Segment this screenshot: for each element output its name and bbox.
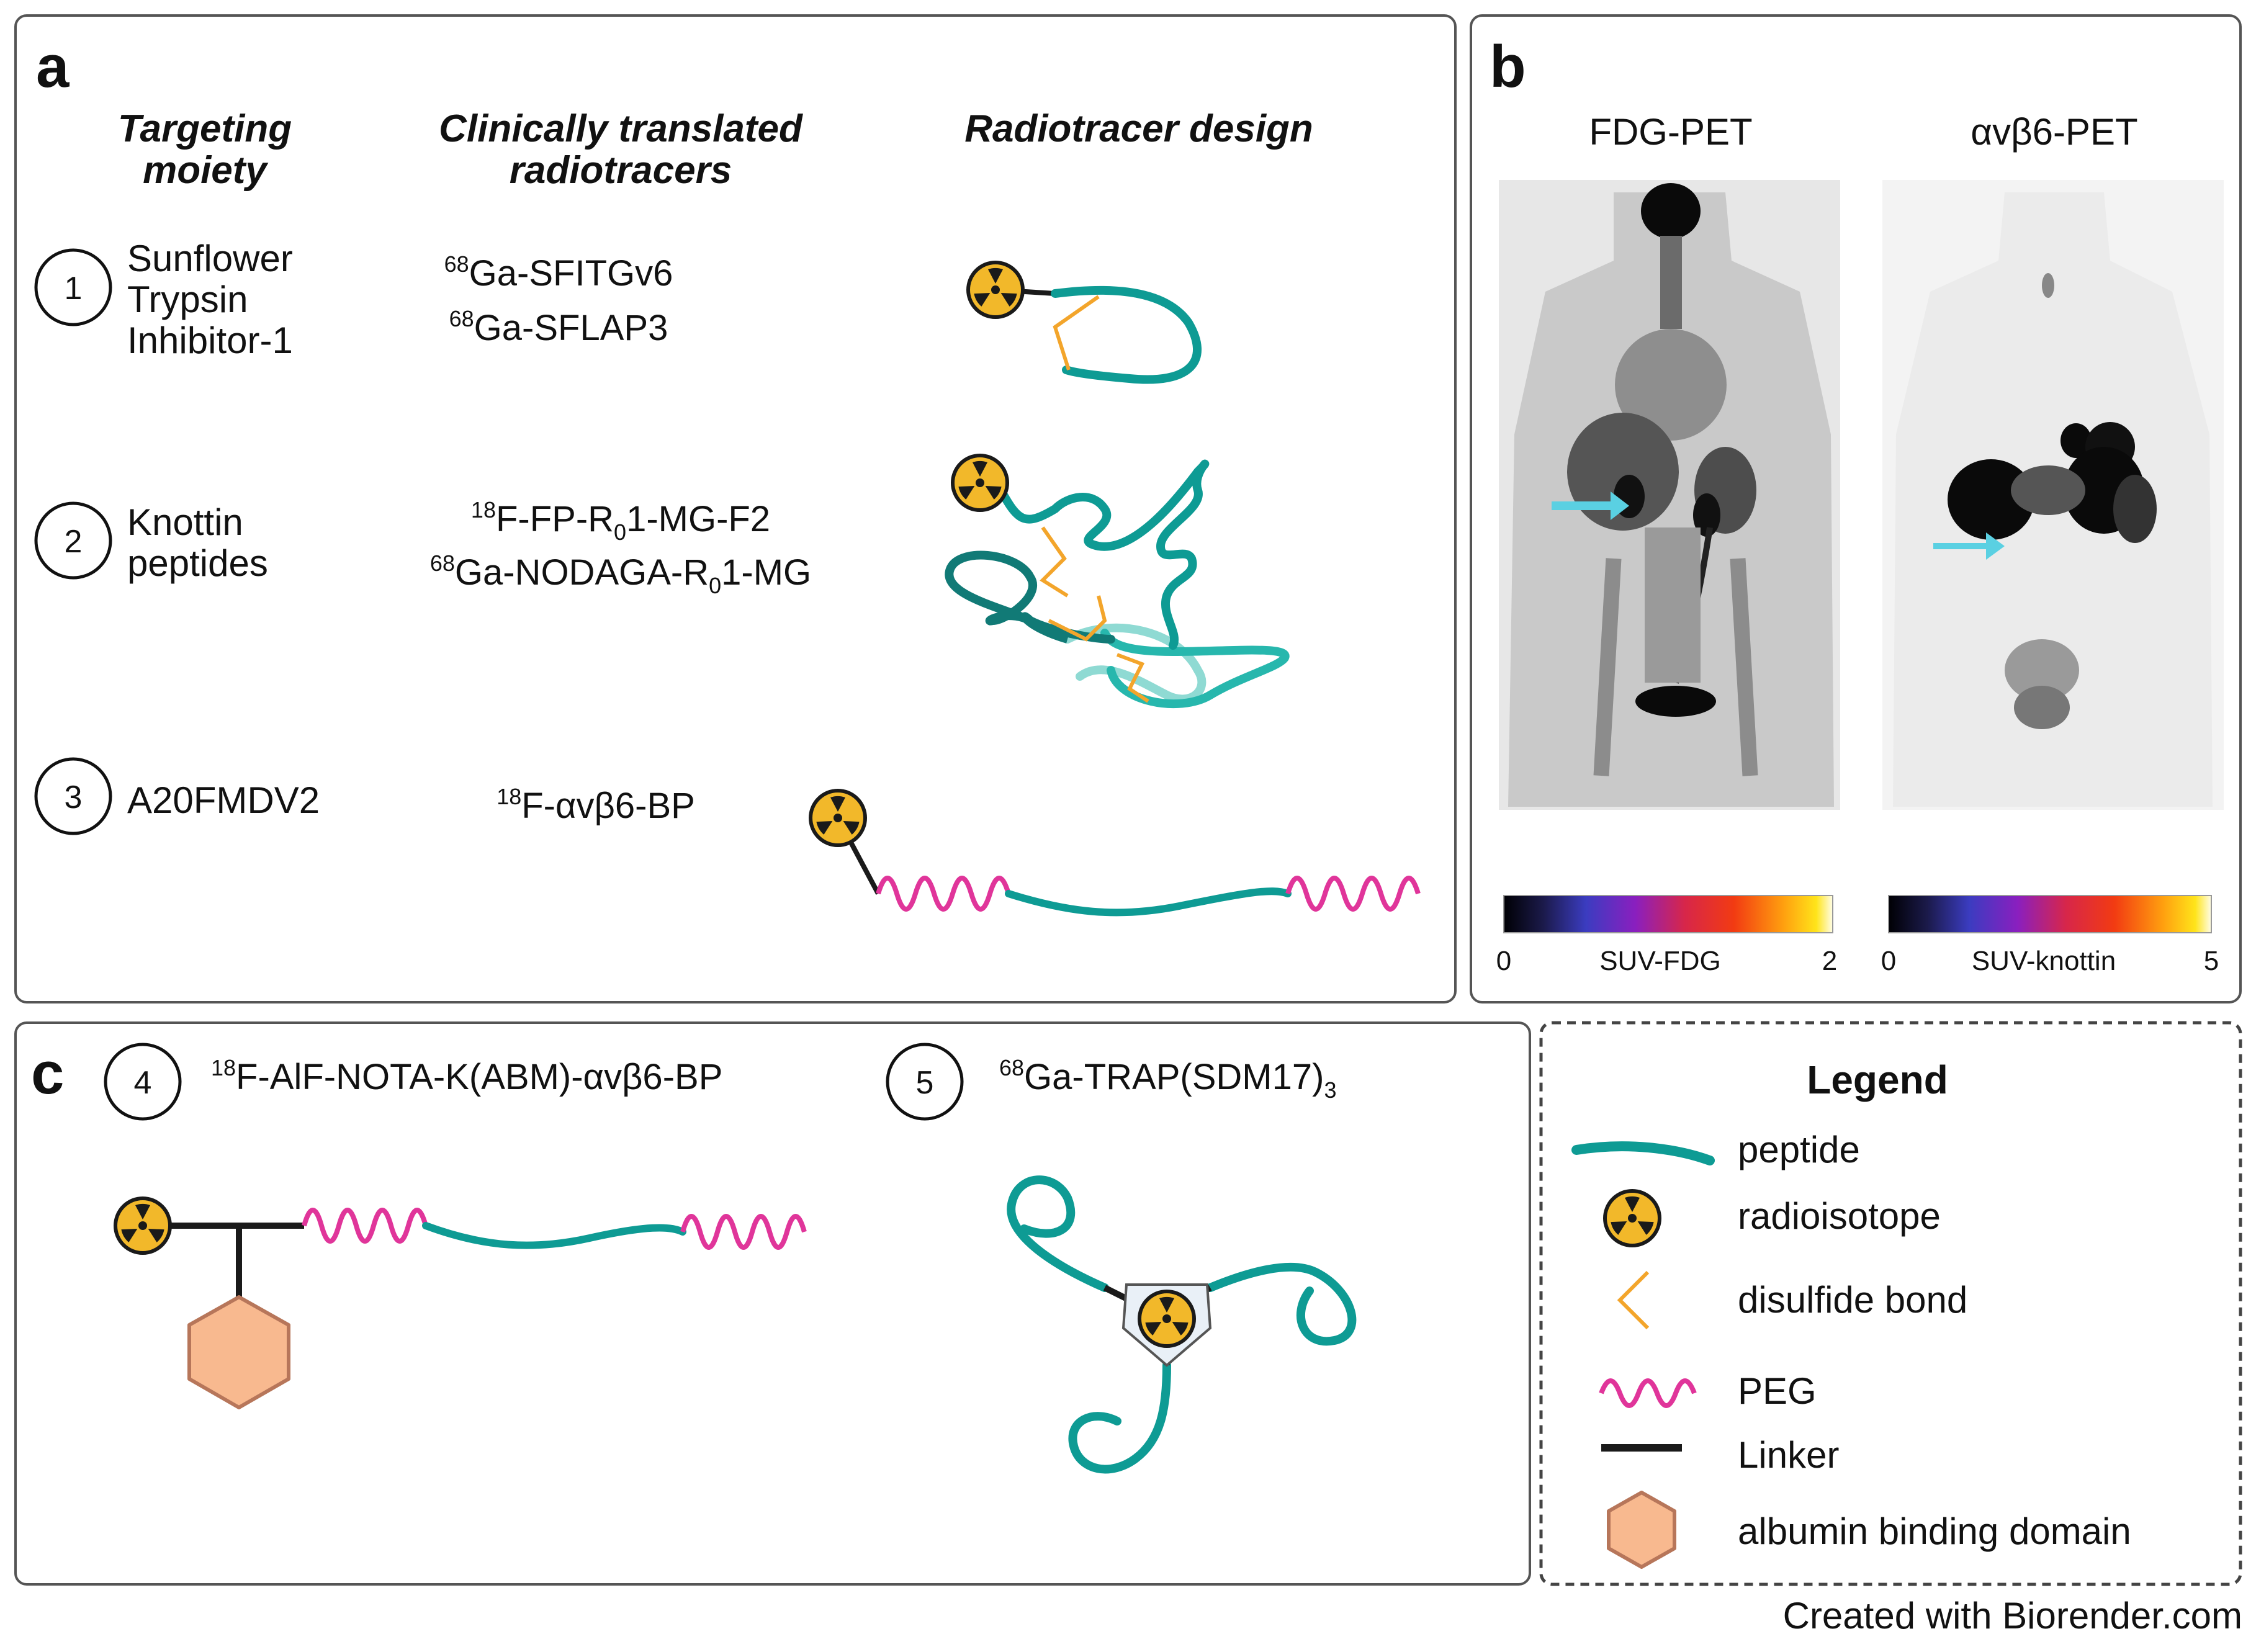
row3-number: 3 (65, 779, 83, 815)
panel-a-letter: a (36, 34, 70, 100)
fdg-title: FDG-PET (1589, 111, 1752, 153)
legend-radioisotope-label: radioisotope (1738, 1195, 1941, 1237)
fdg-scale-label: SUV-FDG (1599, 946, 1721, 976)
legend-disulfide-label: disulfide bond (1738, 1279, 1967, 1321)
row1-design-diagram (968, 263, 1202, 384)
panel-b-letter: b (1490, 34, 1526, 100)
legend-linker-label: Linker (1738, 1434, 1839, 1476)
panel-c-frame (14, 1021, 1531, 1586)
row1-tracer1: 68Ga-SFITGv6 (444, 251, 673, 294)
item4-number-circle (104, 1043, 182, 1121)
legend-disulfide-swatch (1617, 1270, 1650, 1330)
row1-number-circle (34, 248, 112, 326)
legend-title: Legend (1807, 1057, 1948, 1102)
fdg-scale-min: 0 (1496, 946, 1511, 976)
row1-moiety-line3: Inhibitor-1 (127, 320, 293, 361)
row2-number: 2 (65, 524, 83, 560)
row2-design-diagram (945, 456, 1290, 709)
avb6-arrow (1933, 532, 2005, 560)
legend-peptide-label: peptide (1738, 1129, 1860, 1170)
row2-tracer1: 18F-FP-R01-MG-F2 (471, 497, 770, 545)
legend-peg-swatch (1599, 1378, 1697, 1408)
row3-number-circle (34, 757, 112, 835)
avb6-colorbar (1888, 895, 2212, 933)
row3-moiety: A20FMDV2 (127, 779, 320, 821)
item5-design-diagram (1007, 1175, 1357, 1474)
header-clinical-line1: Clinically translated (439, 107, 803, 150)
row3-design-diagram (811, 791, 1421, 917)
panel-b-frame (1470, 14, 2242, 1003)
row1-tracer2: 68Ga-SFLAP3 (449, 306, 668, 348)
fdg-colorbar (1503, 895, 1833, 933)
row1-moiety-line2: Trypsin (127, 279, 248, 320)
avb6-scale-max: 5 (2204, 946, 2219, 976)
row2-number-circle (34, 501, 112, 580)
header-design: Radiotracer design (964, 107, 1313, 150)
row1-moiety-line1: Sunflower (127, 238, 293, 279)
item5-number: 5 (916, 1065, 934, 1101)
legend-radioisotope-swatch (1605, 1191, 1660, 1246)
row3-tracer1: 18F-αvβ6-BP (497, 784, 695, 826)
fdg-scale-max: 2 (1822, 946, 1837, 976)
fdg-pet-image (1499, 180, 1840, 810)
legend-albumin-label: albumin binding domain (1738, 1511, 2131, 1552)
legend-peg-label: PEG (1738, 1370, 1817, 1412)
row1-number: 1 (65, 271, 83, 307)
fdg-arrow (1552, 492, 1629, 520)
avb6-scale-label: SUV-knottin (1972, 946, 2116, 976)
item4-design-diagram (115, 1198, 807, 1409)
item5-number-circle (886, 1043, 964, 1121)
legend-albumin-swatch (1607, 1491, 1676, 1569)
row2-moiety-line2: peptides (127, 542, 268, 584)
avb6-title: αvβ6-PET (1971, 111, 2137, 153)
avb6-scale-min: 0 (1881, 946, 1896, 976)
header-targeting-line2: moiety (143, 149, 269, 192)
row2-moiety-line1: Knottin (127, 501, 243, 543)
panel-a-frame (14, 14, 1457, 1003)
panel-c-letter: c (31, 1040, 64, 1107)
header-clinical-line2: radiotracers (510, 149, 732, 192)
item5-tracer: 68Ga-TRAP(SDM17)3 (999, 1055, 1336, 1103)
albumin-hexagon (187, 1295, 290, 1409)
credit-text: Created with Biorender.com (1783, 1595, 2242, 1636)
avb6-pet-image (1882, 180, 2224, 810)
row2-tracer2: 68Ga-NODAGA-R01-MG (430, 550, 811, 598)
item4-tracer: 18F-AlF-NOTA-K(ABM)-αvβ6-BP (211, 1055, 722, 1097)
header-targeting-line1: Targeting (118, 107, 292, 150)
legend-peptide-swatch (1571, 1141, 1715, 1165)
item4-number: 4 (134, 1065, 152, 1101)
